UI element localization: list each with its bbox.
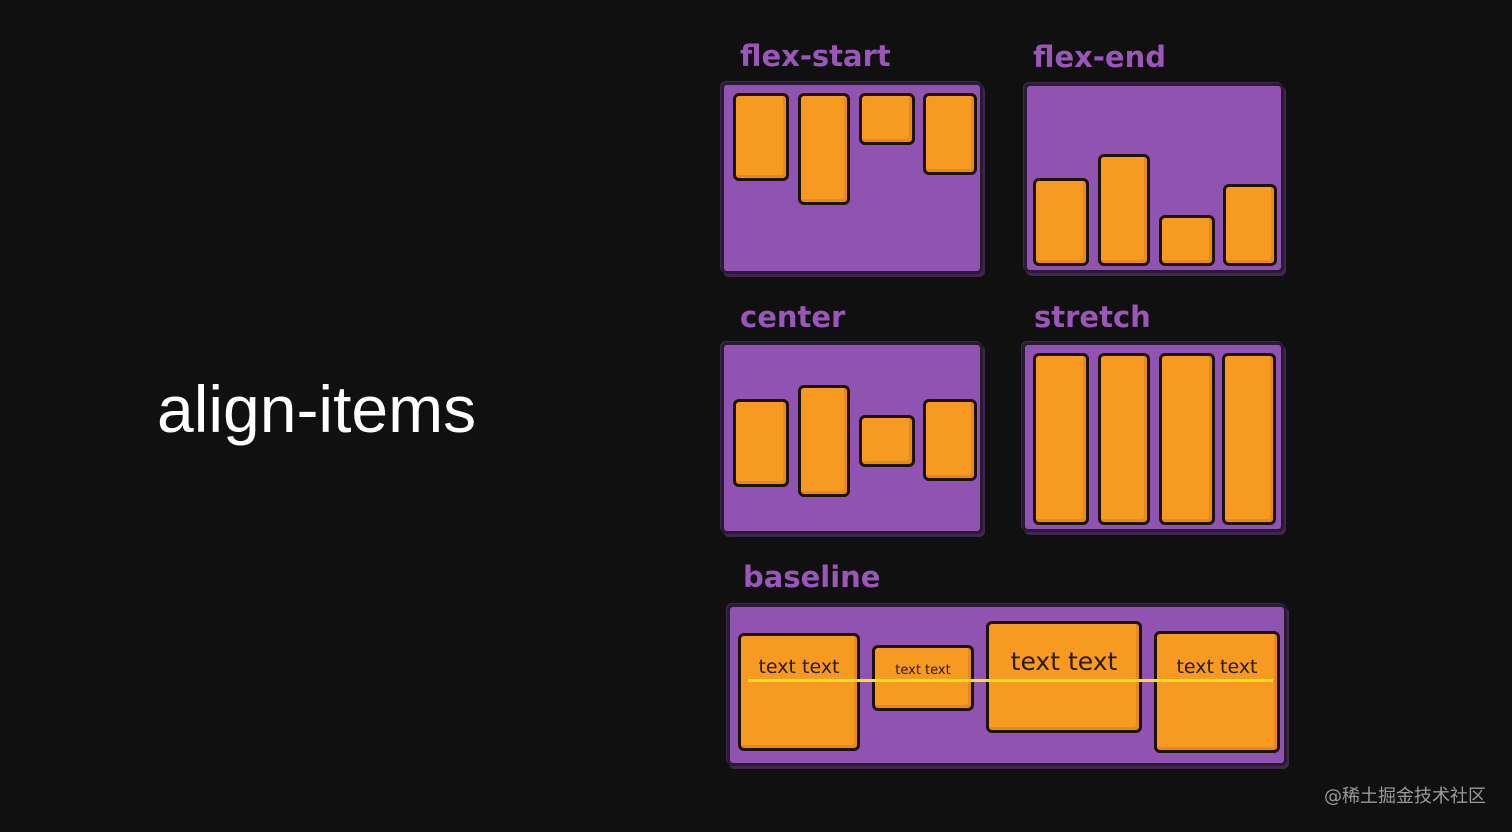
flex-item <box>1033 178 1089 266</box>
item-text: text text <box>895 663 951 678</box>
baseline-item: text text <box>738 633 860 751</box>
flex-end-label: flex-end <box>1033 40 1166 74</box>
center-container <box>721 342 983 534</box>
flex-item <box>1222 353 1276 525</box>
flex-item <box>798 93 850 205</box>
flex-start-label: flex-start <box>740 39 891 73</box>
watermark: @稀土掘金技术社区 <box>1324 786 1486 807</box>
flex-item <box>798 385 850 497</box>
flex-item <box>923 93 977 175</box>
flex-item <box>1223 184 1277 266</box>
baseline-line <box>748 679 1273 682</box>
flex-item <box>733 93 789 181</box>
center-label: center <box>740 300 846 334</box>
flex-item <box>733 399 789 487</box>
baseline-item: text text <box>1154 631 1280 753</box>
flex-item <box>1033 353 1089 525</box>
baseline-container: text text text text text text text text <box>727 604 1287 766</box>
flex-end-container <box>1024 83 1284 273</box>
flex-item <box>859 93 915 145</box>
stretch-container <box>1022 342 1284 532</box>
flex-item <box>859 415 915 467</box>
baseline-item: text text <box>872 645 974 711</box>
flex-item <box>1098 353 1150 525</box>
flex-item <box>1159 353 1215 525</box>
flex-item <box>1159 215 1215 266</box>
page-title: align-items <box>157 372 477 446</box>
stretch-label: stretch <box>1034 300 1151 334</box>
flex-item <box>923 399 977 481</box>
item-text: text text <box>1010 647 1118 676</box>
flex-item <box>1098 154 1150 266</box>
item-text: text text <box>1176 656 1258 678</box>
flex-start-container <box>721 82 983 274</box>
item-text: text text <box>758 656 840 678</box>
baseline-item: text text <box>986 621 1142 733</box>
baseline-label: baseline <box>743 560 881 594</box>
